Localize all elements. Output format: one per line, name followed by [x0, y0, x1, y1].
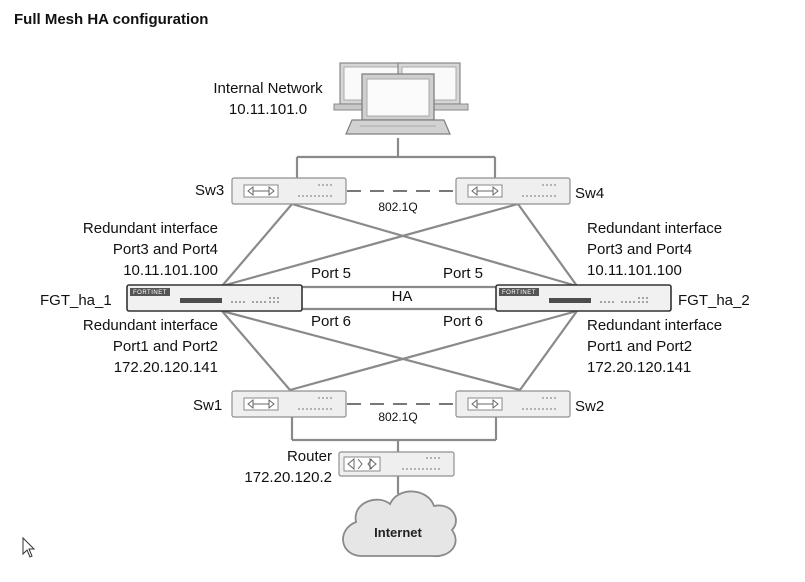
fgt1-lower-line2: Port1 and Port2 — [113, 338, 218, 355]
fortigate-device-1: FORTINET — [126, 284, 303, 312]
page-title: Full Mesh HA configuration — [14, 11, 209, 28]
switch-icon — [455, 390, 571, 418]
switch-icon — [455, 177, 571, 205]
trunk-label-bottom: 802.1Q — [378, 410, 417, 424]
ha-label: HA — [392, 288, 413, 305]
fortigate-device-2: FORTINET — [495, 284, 672, 312]
fgt2-brand-label: FORTINET — [502, 290, 536, 296]
fgt2-upper-ip: 10.11.101.100 — [587, 262, 682, 279]
port6-left-label: Port 6 — [311, 313, 351, 330]
fgt2-upper-line1: Redundant interface — [587, 220, 722, 237]
fgt1-lower-line1: Redundant interface — [83, 317, 218, 334]
port5-right-label: Port 5 — [443, 265, 483, 282]
fgt2-lower-line1: Redundant interface — [587, 317, 722, 334]
cursor-icon — [22, 536, 36, 558]
trunk-label-top: 802.1Q — [378, 200, 417, 214]
fgt1-upper-line1: Redundant interface — [83, 220, 218, 237]
switch-label-sw1: Sw1 — [193, 397, 222, 414]
router-label: Router — [287, 448, 332, 465]
switch-icon — [231, 177, 347, 205]
switch-label-sw4: Sw4 — [575, 185, 604, 202]
internal-network-label: Internal Network — [213, 80, 323, 97]
fgt1-upper-ip: 10.11.101.100 — [123, 262, 218, 279]
switch-label-sw2: Sw2 — [575, 398, 604, 415]
switch-icon — [231, 390, 347, 418]
fgt1-name: FGT_ha_1 — [40, 292, 112, 309]
port6-right-label: Port 6 — [443, 313, 483, 330]
port5-left-label: Port 5 — [311, 265, 351, 282]
fgt1-brand-label: FORTINET — [133, 290, 167, 296]
internal-network-subnet: 10.11.101.0 — [229, 101, 307, 118]
cloud-icon — [342, 490, 457, 557]
fgt2-name: FGT_ha_2 — [678, 292, 750, 309]
fgt2-lower-ip: 172.20.120.141 — [587, 359, 691, 376]
fgt1-lower-ip: 172.20.120.141 — [114, 359, 218, 376]
connection-lines — [221, 138, 578, 494]
switch-label-sw3: Sw3 — [195, 182, 224, 199]
laptop-icon — [333, 62, 469, 135]
router-icon — [338, 451, 455, 477]
router-ip: 172.20.120.2 — [244, 469, 332, 486]
fgt1-upper-line2: Port3 and Port4 — [113, 241, 218, 258]
fgt2-upper-line2: Port3 and Port4 — [587, 241, 692, 258]
internet-label: Internet — [374, 525, 422, 540]
fgt2-lower-line2: Port1 and Port2 — [587, 338, 692, 355]
